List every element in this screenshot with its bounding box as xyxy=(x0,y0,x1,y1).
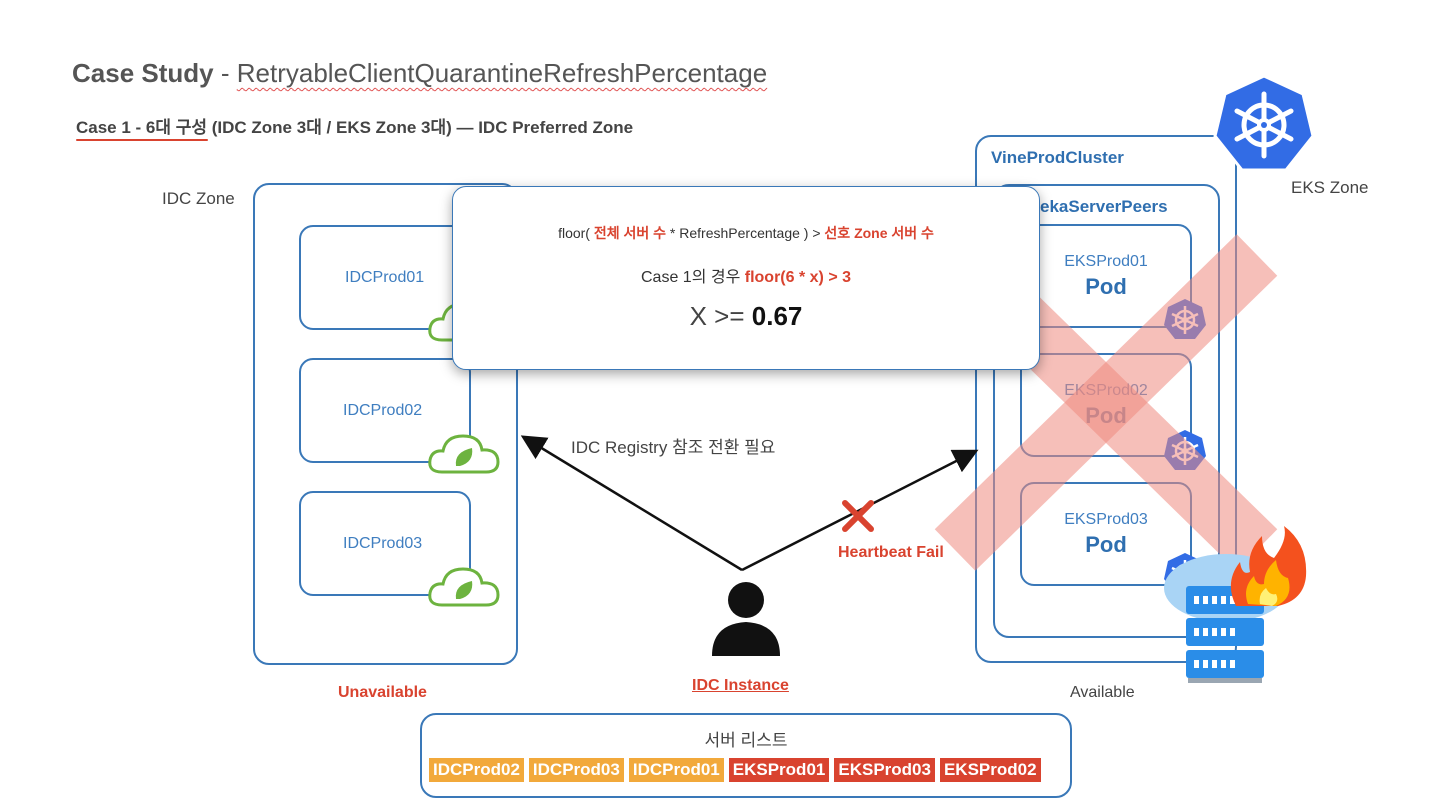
case-expression: floor(6 * x) > 3 xyxy=(744,269,851,286)
formula-popup: floor( 전체 서버 수 * RefreshPercentage ) > 선… xyxy=(452,186,1040,370)
title-separator: - xyxy=(220,58,230,88)
instance-label: IDC Instance xyxy=(692,677,789,694)
formula-total: 전체 서버 수 xyxy=(593,225,667,241)
server-tag: EKSProd01 xyxy=(728,758,830,782)
cluster-label: VineProdCluster xyxy=(991,148,1124,167)
server-tag: IDCProd03 xyxy=(528,758,624,782)
pod-kind: Pod xyxy=(1085,274,1127,299)
peers-label: ekaServerPeers xyxy=(1040,197,1168,216)
server-tag: IDCProd01 xyxy=(628,758,724,782)
formula-prefix: floor( xyxy=(558,225,594,241)
title-function: RetryableClientQuarantineRefreshPercenta… xyxy=(236,58,768,88)
server-list-box xyxy=(420,713,1072,798)
server-tag: IDCProd02 xyxy=(429,758,524,782)
idc-status: Unavailable xyxy=(338,684,427,701)
idc-server-name: IDCProd03 xyxy=(343,535,423,552)
eks-zone-label: EKS Zone xyxy=(1291,178,1369,197)
heartbeat-fail-label: Heartbeat Fail xyxy=(838,544,944,561)
idc-server-name: IDCProd01 xyxy=(345,269,425,286)
idc-server-name: IDCProd02 xyxy=(343,402,423,419)
page-title: Case Study - RetryableClientQuarantineRe… xyxy=(72,58,767,89)
cluster-box xyxy=(975,135,1237,663)
eks-pod-card: EKSProd03 Pod xyxy=(1020,482,1192,586)
case-prefix: Case 1의 경우 xyxy=(641,269,745,286)
formula-line: floor( 전체 서버 수 * RefreshPercentage ) > 선… xyxy=(453,223,1039,243)
spring-cloud-icon xyxy=(428,434,500,474)
server-tag: EKSProd02 xyxy=(939,758,1041,782)
pod-name: EKSProd03 xyxy=(1064,511,1148,528)
case-line: Case 1의 경우 floor(6 * x) > 3 xyxy=(453,263,1039,287)
idc-server-card: IDCProd03 xyxy=(299,491,471,596)
idc-server-card: IDCProd02 xyxy=(299,358,471,463)
server-list-title: 서버 리스트 xyxy=(704,731,788,750)
subtitle-underline xyxy=(76,139,208,141)
person-icon xyxy=(712,582,780,656)
eks-pod-card: EKSProd01 Pod xyxy=(1020,224,1192,328)
peers-box xyxy=(993,184,1220,638)
burning-server-icon xyxy=(1164,526,1307,683)
x-mark-icon xyxy=(842,500,874,532)
formula-preferred: 선호 Zone 서버 수 xyxy=(824,225,934,241)
title-main: Case Study xyxy=(72,58,214,88)
registry-note: IDC Registry 참조 전환 필요 xyxy=(571,438,776,457)
formula-mid: * RefreshPercentage ) > xyxy=(666,225,825,241)
kubernetes-logo-icon xyxy=(1213,74,1315,172)
pod-kind: Pod xyxy=(1085,532,1127,557)
spring-cloud-icon xyxy=(428,567,500,607)
case-subtitle: Case 1 - 6대 구성 (IDC Zone 3대 / EKS Zone 3… xyxy=(76,118,634,137)
eks-status: Available xyxy=(1070,684,1135,701)
server-tag: EKSProd03 xyxy=(834,758,935,782)
idc-zone-label: IDC Zone xyxy=(162,189,235,208)
result-prefix: X >= xyxy=(689,301,752,331)
pod-name: EKSProd01 xyxy=(1064,253,1148,270)
result-value: 0.67 xyxy=(751,301,803,331)
idc-zone-box xyxy=(253,183,518,665)
result-line: X >= 0.67 xyxy=(453,301,1039,332)
